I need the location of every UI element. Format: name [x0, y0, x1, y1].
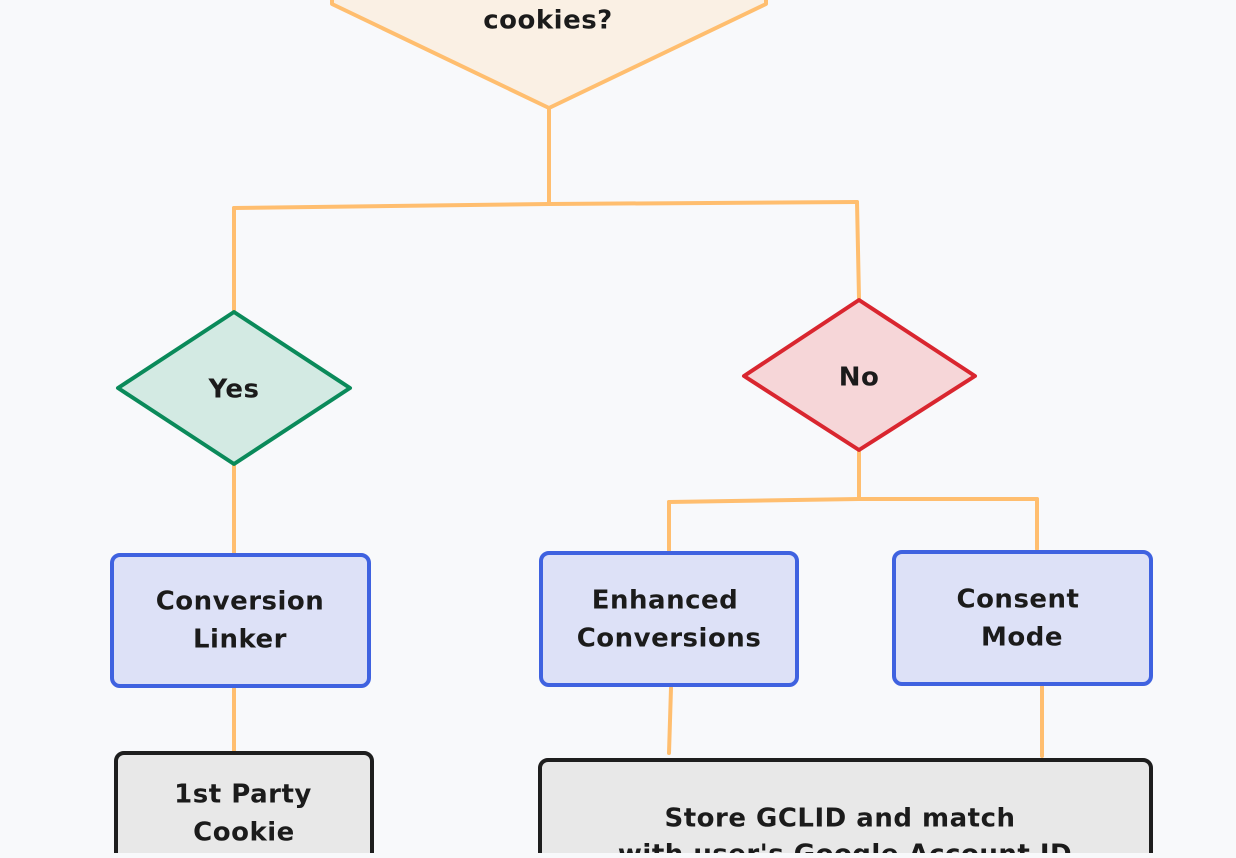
store-gclid-line2: with user's Google Account ID — [618, 840, 1072, 854]
conversion-linker-line2: Linker — [193, 625, 287, 655]
decision-question-text: cookies? — [483, 6, 613, 36]
conversion-linker-box — [110, 553, 371, 688]
connector-no-branch — [667, 497, 1039, 504]
conversion-linker-node: Conversion Linker — [110, 553, 371, 688]
first-party-cookie-line2: Cookie — [193, 818, 295, 848]
decision-question-node: cookies? — [330, 0, 768, 110]
enhanced-conversions-box — [539, 551, 799, 687]
consent-mode-line2: Mode — [981, 623, 1063, 653]
store-gclid-box — [538, 758, 1153, 858]
decision-question-shape — [330, 0, 768, 110]
connector-enhanced-to-store — [667, 686, 673, 755]
yes-diamond — [116, 310, 352, 466]
yes-label: Yes — [207, 375, 259, 405]
yes-node: Yes — [116, 310, 352, 466]
no-label: No — [839, 363, 880, 393]
first-party-cookie-box — [114, 751, 374, 858]
consent-mode-box — [892, 550, 1153, 686]
consent-mode-line1: Consent — [956, 585, 1079, 615]
conversion-linker-line1: Conversion — [156, 587, 325, 617]
consent-mode-node: Consent Mode — [892, 550, 1153, 686]
enhanced-conversions-node: Enhanced Conversions — [539, 551, 799, 687]
first-party-cookie-node: 1st Party Cookie — [114, 751, 374, 858]
store-gclid-node: Store GCLID and match with user's Google… — [538, 758, 1153, 858]
connectors — [232, 106, 1044, 758]
enhanced-conversions-line2: Conversions — [577, 624, 762, 654]
no-diamond — [742, 298, 977, 452]
connector-to-no — [855, 200, 861, 300]
store-gclid-line1: Store GCLID and match — [664, 804, 1015, 834]
first-party-cookie-line1: 1st Party — [174, 780, 312, 810]
enhanced-conversions-line1: Enhanced — [592, 586, 739, 616]
no-node: No — [742, 298, 977, 452]
connector-branch-horizontal — [232, 200, 859, 210]
